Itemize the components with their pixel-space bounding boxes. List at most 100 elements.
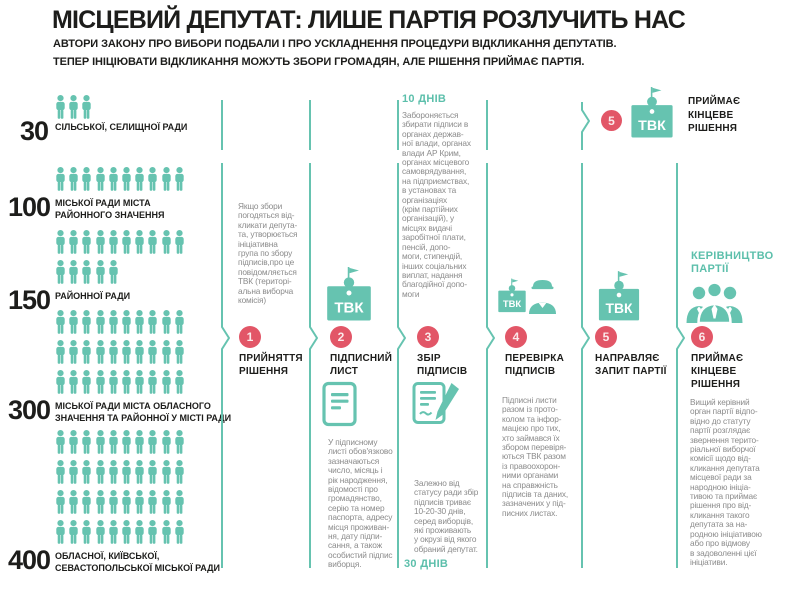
person-icon <box>174 520 184 544</box>
person-icon <box>56 310 65 334</box>
person-icon <box>95 310 105 334</box>
police-officer-icon <box>529 280 556 314</box>
person-icon <box>109 310 118 334</box>
step-6-badge: 6 <box>691 326 713 348</box>
branch-step-5-badge: 5 <box>601 110 622 131</box>
svg-text:ТВК: ТВК <box>638 118 666 134</box>
person-icon <box>82 95 92 119</box>
person-icon-row <box>55 230 238 254</box>
person-icon <box>82 430 92 454</box>
step-4-label: ПЕРЕВІРКА ПІДПИСІВ <box>505 353 564 377</box>
person-icon <box>135 370 144 394</box>
person-icon-row <box>55 95 238 119</box>
flow-line-1 <box>221 100 230 568</box>
person-icon <box>95 430 105 454</box>
flow-line-5 <box>581 102 590 568</box>
step-6-note: Вищий керівний орган партії відпо- відно… <box>690 397 762 567</box>
person-icon <box>135 167 144 191</box>
person-icon <box>174 460 184 484</box>
person-icon <box>95 490 105 514</box>
person-icon <box>109 520 118 544</box>
person-icon <box>82 490 92 514</box>
page-title: МІСЦЕВИЙ ДЕПУТАТ: ЛИШЕ ПАРТІЯ РОЗЛУЧИТЬ … <box>52 6 686 34</box>
subtitle-line-1: АВТОРИ ЗАКОНУ ПРО ВИБОРИ ПОДБАЛИ І ПРО У… <box>53 38 617 50</box>
signature-count: 30 <box>19 116 49 146</box>
person-icon <box>161 167 171 191</box>
svg-text:ТВК: ТВК <box>606 300 633 316</box>
person-icon <box>56 230 65 254</box>
duration-30-days: 30 ДНІВ <box>404 558 449 570</box>
person-icon <box>82 370 92 394</box>
person-icon <box>109 230 118 254</box>
person-icon-row <box>55 340 238 364</box>
svg-text:ТВК: ТВК <box>503 299 522 310</box>
tvk-building-icon: ТВК <box>498 278 526 313</box>
person-icon <box>148 310 158 334</box>
person-icon <box>174 230 184 254</box>
person-icon <box>69 490 78 514</box>
person-icon <box>161 230 171 254</box>
person-icon <box>109 370 118 394</box>
person-icon <box>148 430 158 454</box>
step-1-label: ПРИЙНЯТТЯ РІШЕННЯ <box>239 353 303 377</box>
person-icon <box>69 370 78 394</box>
person-icon <box>95 460 105 484</box>
duration-10-days: 10 ДНІВ <box>402 93 447 105</box>
person-icon <box>56 460 65 484</box>
person-icon-row <box>55 460 238 484</box>
person-icon <box>122 167 131 191</box>
flow-line-2 <box>309 100 318 568</box>
branch-final-decision-label: ПРИЙМАЄ КІНЦЕВЕ РІШЕННЯ <box>688 96 741 134</box>
party-leadership-group-icon <box>686 281 743 323</box>
person-icon <box>56 260 65 284</box>
person-icon <box>148 167 158 191</box>
person-icon <box>56 370 65 394</box>
signature-group-30: 30 СІЛЬСЬКОЇ, СЕЛИЩНОЇ РАДИ <box>8 95 238 146</box>
step-2-note: У підписному листі обов'язково зазначают… <box>328 437 393 570</box>
step-3-note-top: Забороняється збирати підписи в органах … <box>402 110 471 299</box>
person-icon <box>174 430 184 454</box>
signature-group-label: МІСЬКОЇ РАДИ МІСТА РАЙОННОГО ЗНАЧЕННЯ <box>55 198 165 220</box>
person-icon <box>69 310 78 334</box>
signature-group-label: СІЛЬСЬКОЇ, СЕЛИЩНОЇ РАДИ <box>55 122 188 132</box>
person-icon <box>148 520 158 544</box>
person-icon <box>82 460 92 484</box>
tvk-building-icon: ТВК <box>598 271 640 321</box>
person-icon <box>135 430 144 454</box>
signature-sheet-icon <box>322 381 357 427</box>
person-icon <box>82 260 92 284</box>
person-icon <box>69 95 78 119</box>
person-icon <box>148 340 158 364</box>
person-icon <box>161 520 171 544</box>
flow-line-4 <box>486 100 495 568</box>
signature-count: 100 <box>8 192 51 222</box>
person-icon <box>82 310 92 334</box>
step-4-note: Підписні листи разом із прото- колом та … <box>502 395 569 518</box>
step-3-label: ЗБІР ПІДПИСІВ <box>417 353 468 377</box>
person-icon <box>109 490 118 514</box>
step-3-badge: 3 <box>417 326 439 348</box>
person-icon-row <box>55 370 238 394</box>
person-icon <box>148 370 158 394</box>
person-icon <box>161 460 171 484</box>
person-icon <box>122 230 131 254</box>
person-icon <box>69 460 78 484</box>
person-icon <box>56 340 65 364</box>
person-icon <box>69 260 78 284</box>
person-icon <box>161 370 171 394</box>
signature-count: 150 <box>8 285 51 315</box>
person-icon-row <box>55 260 238 284</box>
signature-count: 300 <box>8 395 51 425</box>
person-icon <box>122 310 131 334</box>
signature-group-label: ОБЛАСНОЇ, КИЇВСЬКОЇ, СЕВАСТОПОЛЬСЬКОЇ МІ… <box>55 551 220 573</box>
signature-group-label: РАЙОННОЇ РАДИ <box>55 291 131 301</box>
step-2-label: ПІДПИСНИЙ ЛИСТ <box>330 353 393 377</box>
person-icon <box>95 520 105 544</box>
person-icon <box>148 460 158 484</box>
person-icon <box>122 370 131 394</box>
person-icon <box>56 490 65 514</box>
person-icon <box>135 520 144 544</box>
